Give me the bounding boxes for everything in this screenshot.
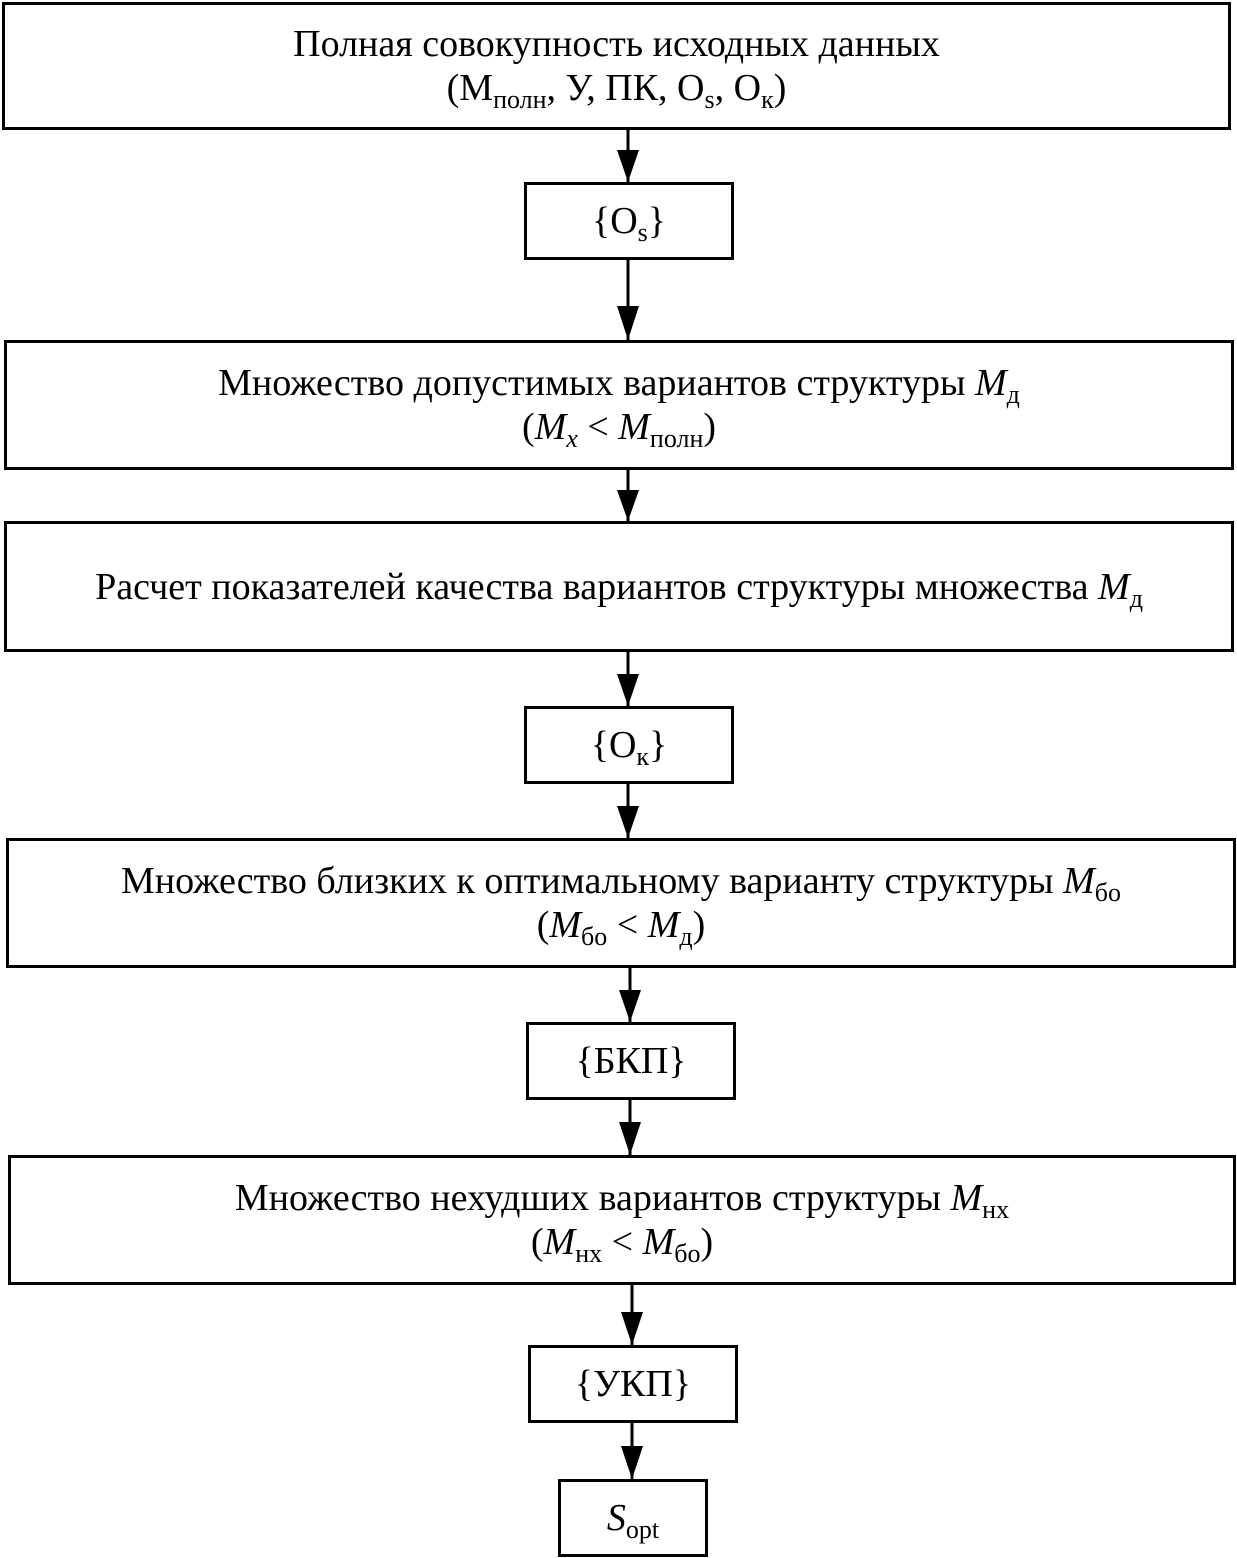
- node-admissible-formula: (Мx < Мполн): [521, 405, 717, 452]
- arrowhead: [621, 1446, 643, 1479]
- arrowhead: [617, 674, 639, 706]
- arrowhead: [617, 150, 639, 182]
- formula-part: (: [536, 904, 550, 946]
- label-part: {О: [590, 724, 637, 766]
- arrowhead: [617, 490, 639, 521]
- formula-part: , О: [714, 67, 762, 109]
- formula-variable: М: [549, 904, 582, 946]
- title-subscript: д: [1129, 583, 1143, 613]
- formula-part: (: [521, 406, 535, 448]
- formula-operator: <: [577, 406, 619, 448]
- title-text: Множество допустимых вариантов структуры: [218, 362, 975, 404]
- node-near-optimal-set: Множество близких к оптимальному вариант…: [6, 838, 1236, 968]
- label-part: }: [647, 200, 667, 242]
- title-text: Множество нехудших вариантов структуры: [234, 1177, 951, 1219]
- node-ukp: {УКП}: [528, 1345, 738, 1423]
- arrowhead: [621, 1312, 643, 1345]
- formula-subscript: к: [761, 85, 774, 114]
- formula-variable: М: [534, 406, 567, 448]
- node-os: {Оs}: [524, 182, 734, 260]
- node-bkp: {БКП}: [526, 1022, 736, 1100]
- node-quality-calculation: Расчет показателей качества вариантов ст…: [4, 521, 1234, 652]
- formula-variable: М: [647, 904, 680, 946]
- formula-subscript: полн: [649, 424, 704, 453]
- node-s-opt: Sopt: [558, 1479, 708, 1557]
- node-ukp-label: {УКП}: [574, 1363, 692, 1405]
- node-full-data: Полная совокупность исходных данных (Мпо…: [2, 2, 1231, 130]
- formula-part: ): [700, 1221, 714, 1263]
- arrowhead: [617, 806, 639, 838]
- node-admissible-set: Множество допустимых вариантов структуры…: [4, 340, 1234, 470]
- label-variable: S: [606, 1497, 626, 1539]
- label-part: {О: [591, 200, 638, 242]
- formula-subscript: нх: [575, 1239, 603, 1268]
- formula-variable: М: [618, 406, 650, 448]
- node-full-data-title: Полная совокупность исходных данных: [293, 23, 940, 65]
- title-subscript: бо: [1094, 878, 1121, 907]
- formula-operator: <: [602, 1221, 643, 1263]
- label-subscript: к: [636, 742, 650, 771]
- title-variable: М: [1063, 860, 1095, 902]
- title-subscript: д: [1006, 380, 1020, 409]
- label-part: }: [649, 724, 668, 766]
- node-not-worse-set: Множество нехудших вариантов структуры М…: [8, 1155, 1236, 1285]
- label-subscript: opt: [625, 1515, 660, 1544]
- title-variable: М: [975, 362, 1007, 404]
- title-variable: М: [1098, 565, 1130, 608]
- node-not-worse-title: Множество нехудших вариантов структуры М…: [234, 1176, 1009, 1223]
- label-subscript: s: [637, 218, 648, 247]
- formula-operator: <: [607, 904, 648, 946]
- node-os-label: {Оs}: [591, 199, 667, 246]
- node-near-optimal-title: Множество близких к оптимальному вариант…: [121, 859, 1121, 906]
- formula-part: ): [703, 406, 717, 448]
- node-ok: {Ок}: [524, 706, 734, 784]
- node-quality-title: Расчет показателей качества вариантов ст…: [95, 565, 1143, 612]
- node-near-optimal-formula: (Мбо < Мд): [536, 903, 706, 950]
- title-text: Расчет показателей качества вариантов ст…: [95, 565, 1099, 608]
- title-subscript: нх: [982, 1195, 1010, 1224]
- formula-variable: М: [642, 1221, 675, 1263]
- node-s-opt-label: Sopt: [606, 1496, 659, 1543]
- node-not-worse-formula: (Мнх < Мбо): [530, 1220, 714, 1267]
- title-variable: М: [950, 1177, 983, 1219]
- node-bkp-label: {БКП}: [575, 1040, 687, 1082]
- formula-part: (: [530, 1221, 544, 1263]
- formula-subscript: д: [679, 922, 693, 951]
- formula-part: ): [692, 904, 706, 946]
- formula-part: , У, ПК, О: [546, 67, 705, 109]
- formula-variable: М: [543, 1221, 576, 1263]
- node-ok-label: {Ок}: [590, 723, 668, 770]
- node-full-data-formula: (Мполн, У, ПК, Оs, Ок): [446, 66, 787, 113]
- formula-subscript: s: [704, 85, 715, 114]
- formula-subscript: бо: [581, 922, 608, 951]
- arrowhead: [619, 1122, 641, 1155]
- formula-part: ): [773, 67, 787, 109]
- formula-subscript: x: [566, 424, 578, 453]
- arrowhead: [617, 306, 639, 340]
- title-text: Множество близких к оптимальному вариант…: [121, 860, 1064, 902]
- node-admissible-title: Множество допустимых вариантов структуры…: [218, 361, 1020, 408]
- formula-part: (М: [446, 67, 494, 109]
- formula-subscript: бо: [674, 1239, 701, 1268]
- formula-subscript: полн: [493, 85, 547, 114]
- arrowhead: [619, 990, 641, 1022]
